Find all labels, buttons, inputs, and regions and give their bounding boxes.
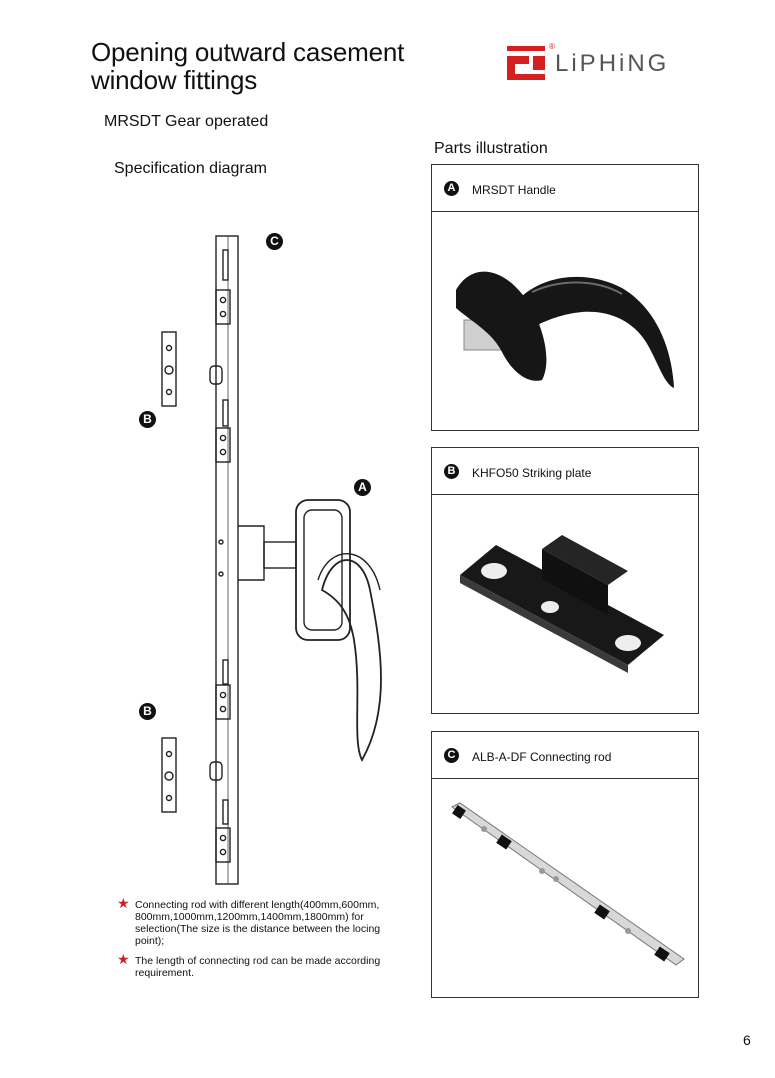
- diagram-badge-c: C: [266, 233, 283, 250]
- part-card-a: A MRSDT Handle: [431, 164, 699, 431]
- title-line-2: window fittings: [91, 65, 258, 95]
- part-card-b: B KHFO50 Striking plate: [431, 447, 699, 714]
- striking-plate-photo: [460, 535, 664, 673]
- striking-plate-bottom-drawing: [161, 737, 177, 813]
- locking-point-2: [215, 427, 231, 463]
- page-number: 6: [743, 1032, 751, 1048]
- part-badge: A: [444, 181, 459, 196]
- specification-diagram: [161, 235, 382, 885]
- part-card-header: A MRSDT Handle: [432, 165, 698, 212]
- handle-lever-drawing: [320, 559, 382, 762]
- part-label: ALB-A-DF Connecting rod: [472, 750, 612, 764]
- handle-base-drawing: [295, 499, 351, 641]
- part-card-header: C ALB-A-DF Connecting rod: [432, 732, 698, 779]
- connecting-rod-drawing: [215, 235, 239, 885]
- star-icon: ★: [117, 951, 130, 967]
- note-item: ★ The length of connecting rod can be ma…: [117, 951, 402, 979]
- notes: ★ Connecting rod with different length(4…: [117, 895, 402, 987]
- parts-illustration-label: Parts illustration: [434, 140, 548, 157]
- part-label: KHFO50 Striking plate: [472, 466, 592, 480]
- diagram-badge-a: A: [354, 479, 371, 496]
- page-title: Opening outward casement window fittings: [91, 38, 491, 94]
- subtitle: MRSDT Gear operated: [104, 113, 269, 130]
- locking-point-1: [215, 289, 231, 325]
- title-line-1: Opening outward casement: [91, 37, 405, 67]
- part-card-header: B KHFO50 Striking plate: [432, 448, 698, 495]
- logo-registered-mark: ®: [549, 42, 555, 51]
- liphing-logo: LiPHiNG ®: [505, 42, 705, 84]
- diagram-badge-b-top: B: [139, 411, 156, 428]
- handle-photo: [456, 271, 674, 388]
- striking-plate-top-drawing: [161, 331, 177, 407]
- part-card-c: C ALB-A-DF Connecting rod: [431, 731, 699, 998]
- logo-mark-icon: [507, 46, 545, 80]
- part-badge: B: [444, 464, 459, 479]
- connecting-rod-photo: [451, 802, 685, 966]
- diagram-badge-b-bottom: B: [139, 703, 156, 720]
- part-label: MRSDT Handle: [472, 183, 556, 197]
- note-text: Connecting rod with different length(400…: [135, 899, 381, 947]
- locking-point-4: [215, 827, 231, 863]
- star-icon: ★: [117, 895, 130, 911]
- note-item: ★ Connecting rod with different length(4…: [117, 895, 402, 947]
- note-text: The length of connecting rod can be made…: [135, 955, 381, 979]
- part-badge: C: [444, 748, 459, 763]
- locking-point-3: [215, 684, 231, 720]
- logo-text: LiPHiNG: [555, 50, 670, 77]
- spec-diagram-label: Specification diagram: [114, 160, 267, 177]
